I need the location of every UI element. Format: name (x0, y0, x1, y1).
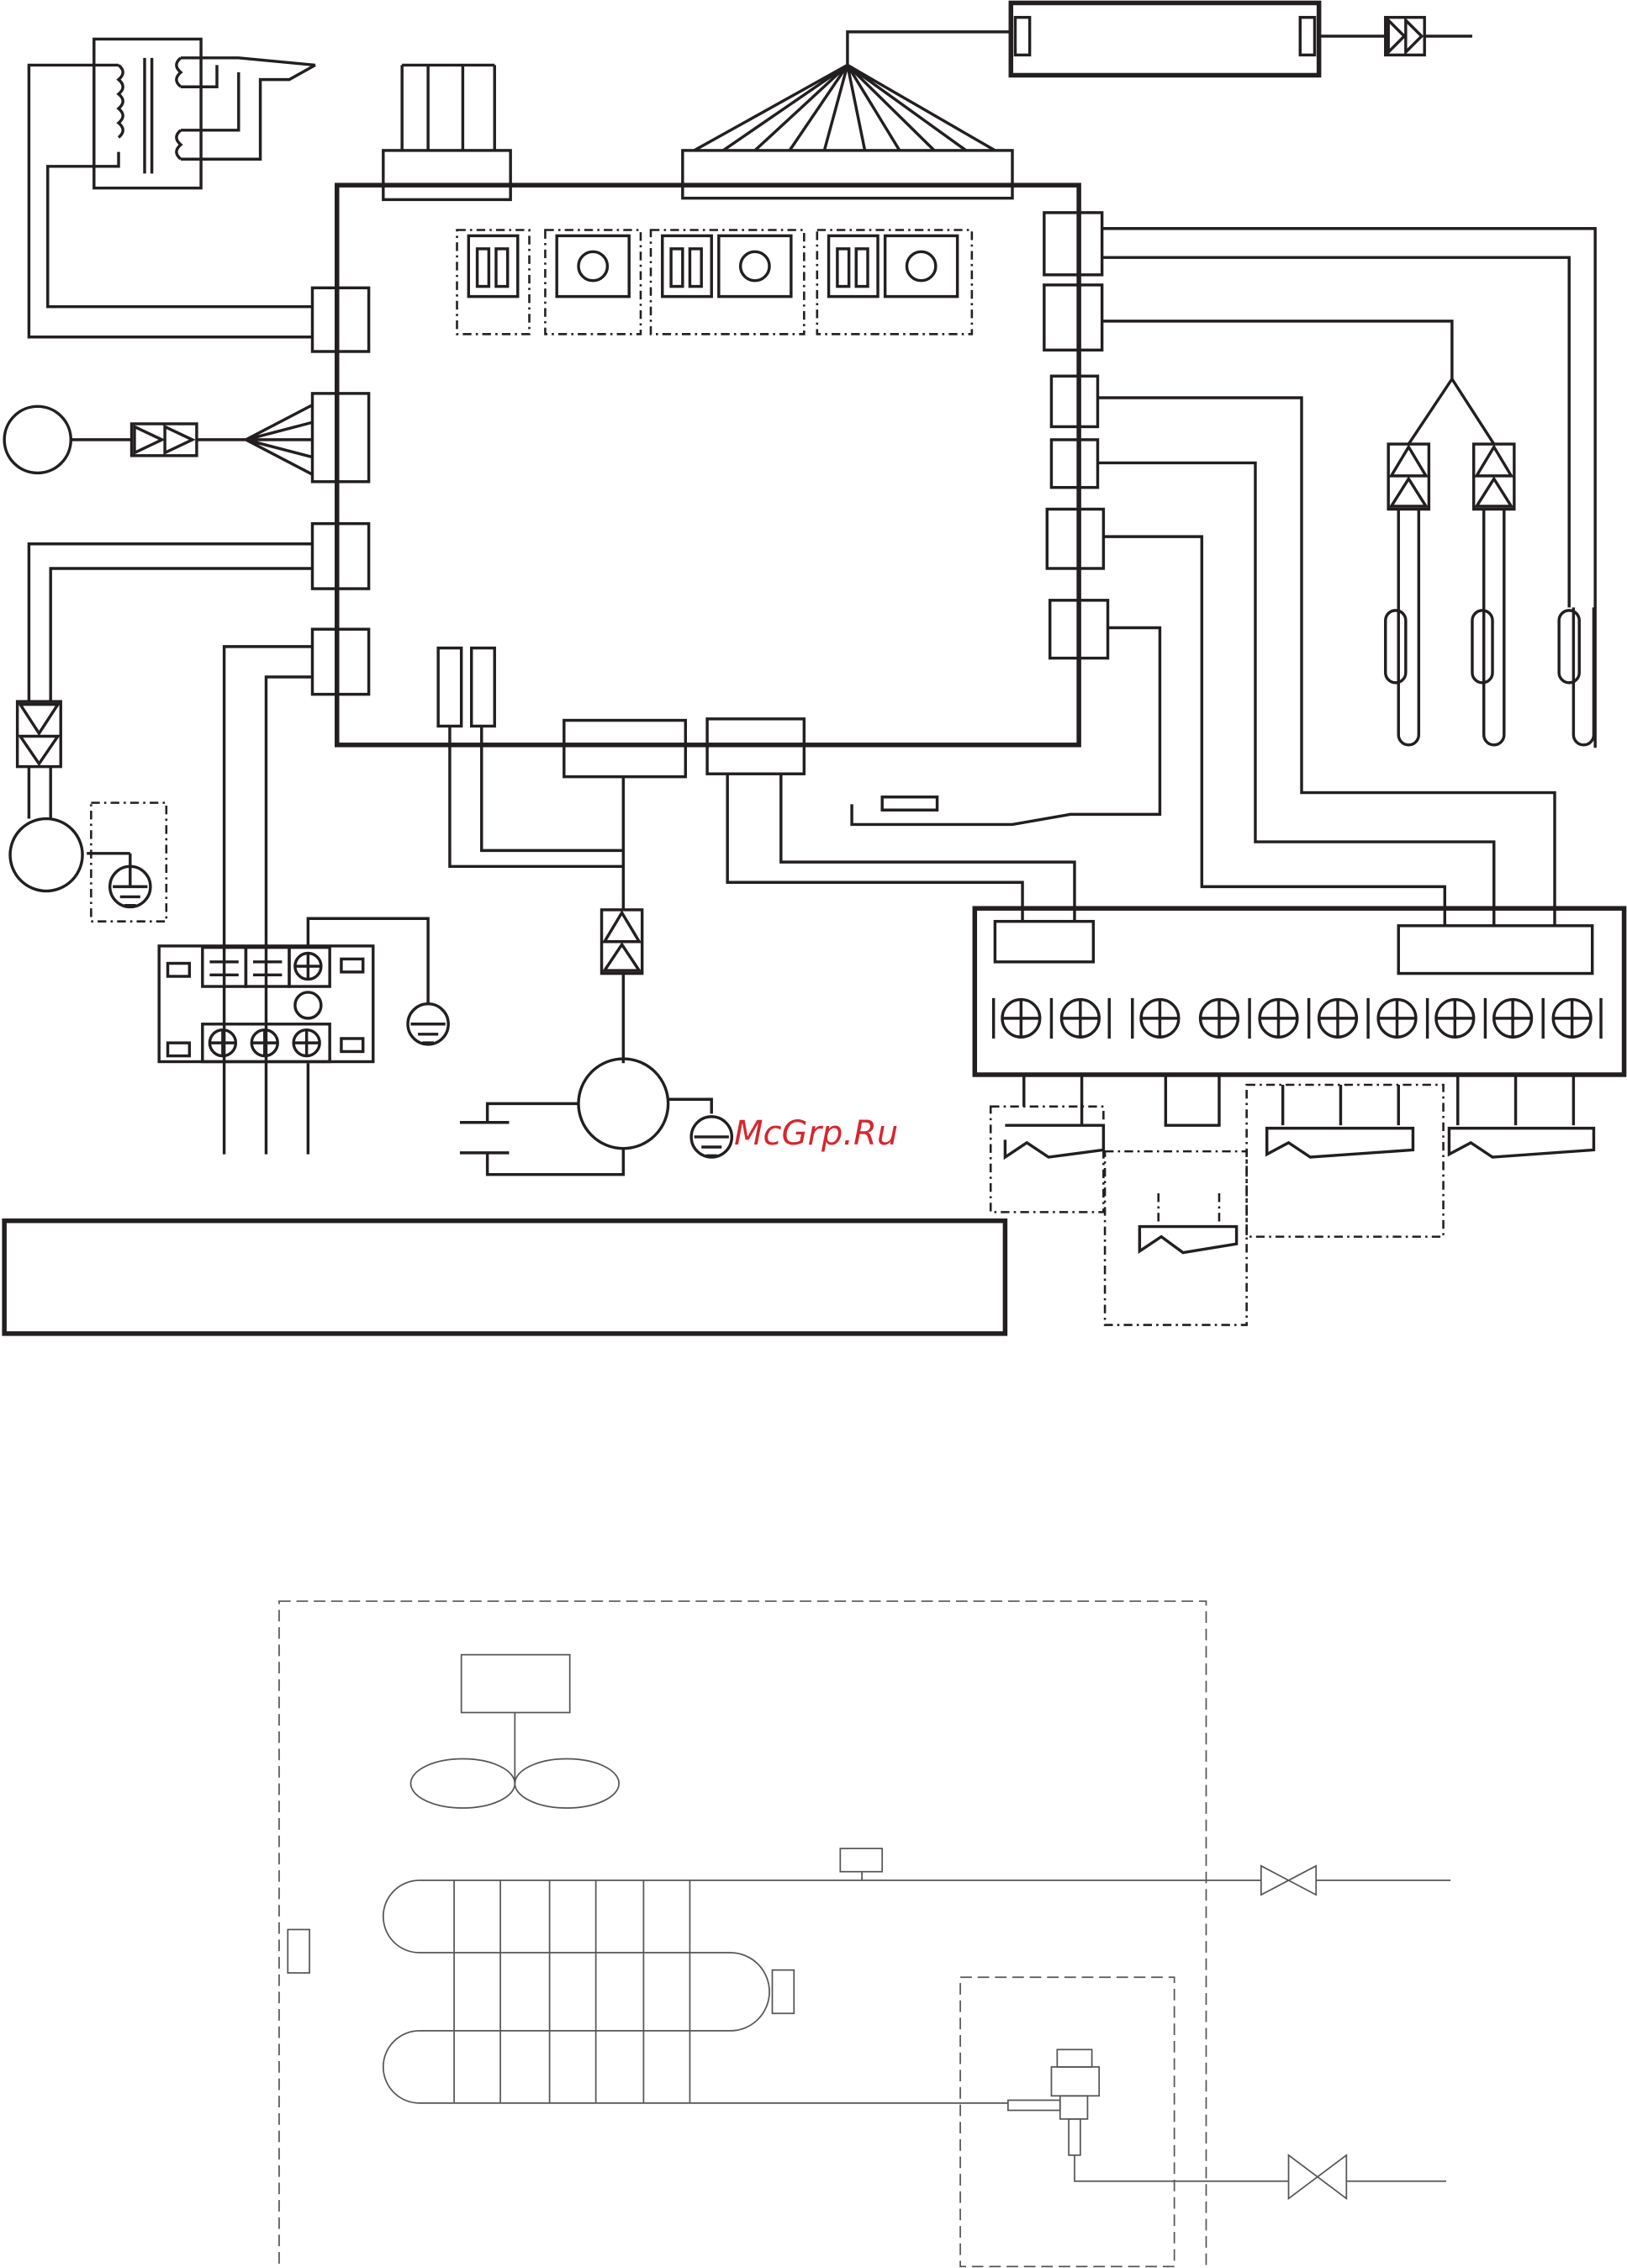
motor-icon (3, 404, 72, 475)
diode-icon (1384, 15, 1426, 57)
left-components (3, 404, 450, 1155)
control-board (335, 182, 1081, 748)
legend-box (2, 1218, 1008, 1336)
refrigerant-diagram (278, 1600, 1451, 2268)
transformer (27, 37, 316, 339)
connectors (310, 0, 1472, 779)
watermark: McGrp.Ru (734, 1114, 899, 1153)
fan-motor (448, 726, 734, 1176)
terminal-board (972, 906, 1627, 1326)
right-wiring (726, 227, 1597, 926)
